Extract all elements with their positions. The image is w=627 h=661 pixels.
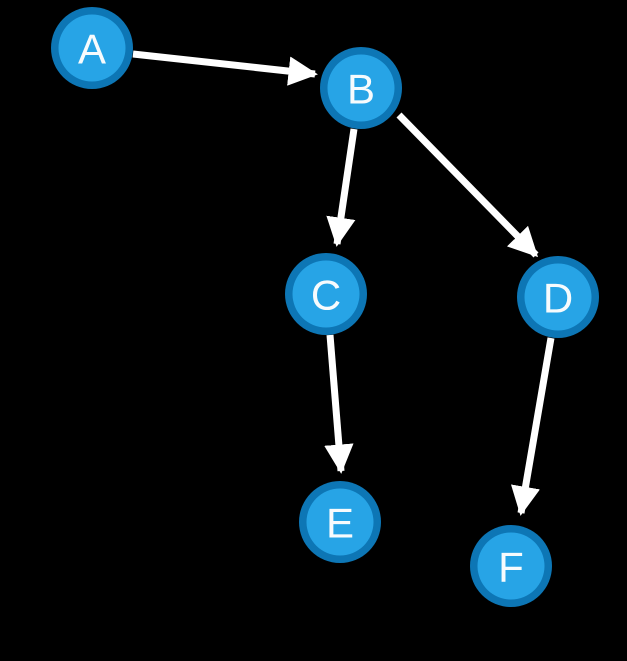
graph-node-F[interactable]: F [470, 525, 552, 607]
node-body [477, 532, 545, 600]
graph-edge-A-B[interactable] [132, 50, 318, 86]
node-body [306, 488, 374, 556]
node-body [58, 14, 126, 82]
graph-node-B[interactable]: B [320, 47, 402, 129]
graph-node-A[interactable]: A [51, 7, 133, 89]
graph-edge-C-E[interactable] [324, 334, 354, 474]
graph-edge-B-C[interactable] [326, 128, 358, 247]
node-body [524, 263, 592, 331]
edges-layer [132, 50, 555, 516]
nodes-layer: A B C D E F [51, 7, 599, 607]
graph-node-E[interactable]: E [299, 481, 381, 563]
graph-edge-B-D[interactable] [396, 112, 539, 258]
graph-node-D[interactable]: D [517, 256, 599, 338]
graph-edge-D-F[interactable] [510, 337, 555, 516]
node-body [292, 260, 360, 328]
node-body [327, 54, 395, 122]
graph-node-C[interactable]: C [285, 253, 367, 335]
